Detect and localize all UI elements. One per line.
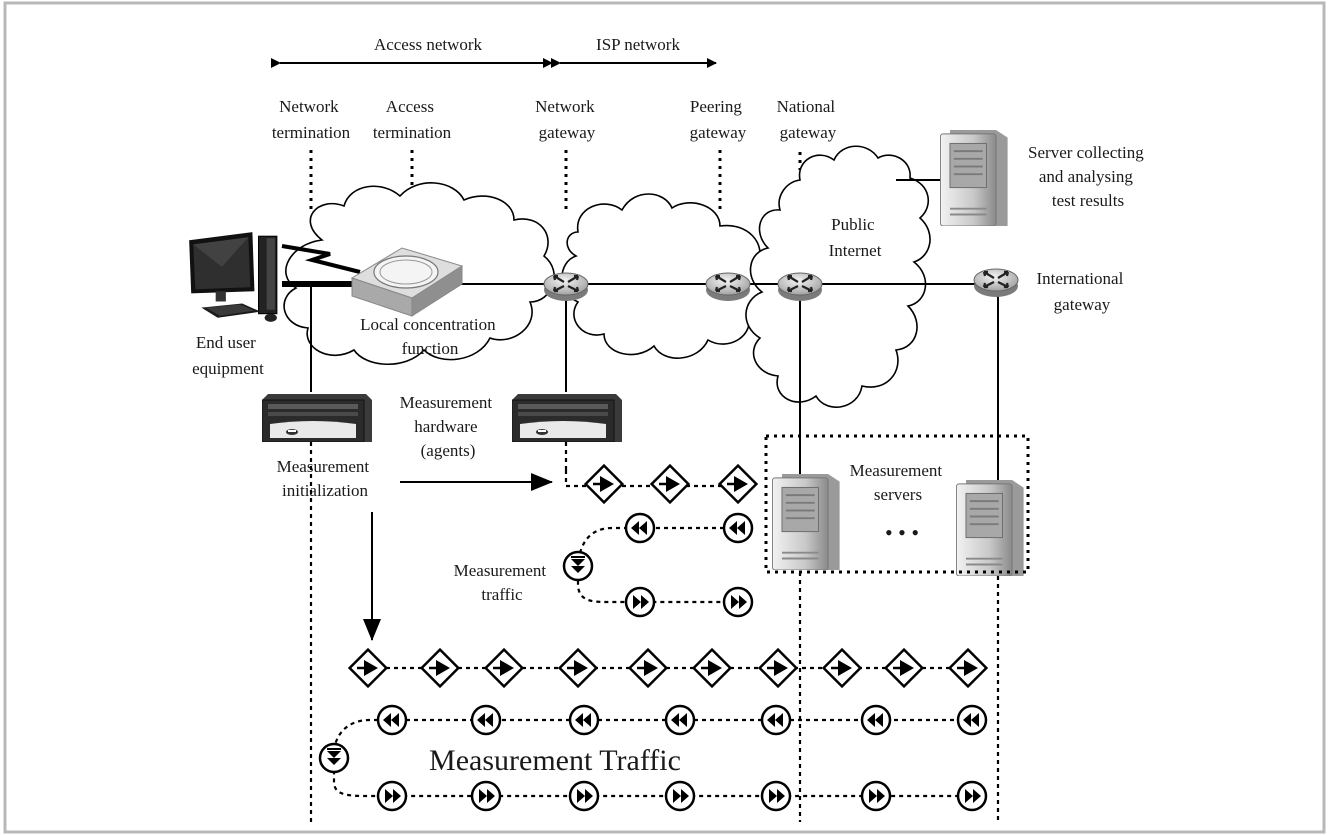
network-termination-label: Network termination <box>272 97 351 142</box>
router-icon <box>542 271 590 302</box>
router-icon <box>776 271 824 302</box>
router-icon <box>704 271 752 302</box>
access-network-label: Access network <box>374 35 483 54</box>
router-icon <box>972 267 1020 298</box>
public-internet-cloud <box>745 145 931 408</box>
diagram-frame <box>3 1 1326 834</box>
local-concentration-label: Local concentration function <box>360 315 500 358</box>
isp-network-label: ISP network <box>596 35 680 54</box>
access-termination-label: Access termination <box>373 97 452 142</box>
measurement-servers-group <box>764 434 1030 574</box>
double-right-chevron-icon <box>722 586 754 618</box>
isp-network-cloud <box>561 193 771 359</box>
peering-gateway-label: Peering gateway <box>690 97 747 142</box>
concentrator-box-icon <box>350 247 464 317</box>
measurement-servers-label: Measurement servers <box>850 461 947 504</box>
double-left-chevron-icon <box>722 512 754 544</box>
measurement-traffic-big-label: Measurement Traffic <box>429 744 681 777</box>
end-user-equipment-label: End user equipment <box>192 333 264 378</box>
diamond-arrow-icon <box>584 464 624 504</box>
server-tower-icon <box>772 474 840 570</box>
network-gateway-label: Network gateway <box>535 97 599 142</box>
servers-ellipsis: • • • <box>885 520 919 545</box>
server-tower-icon <box>940 130 1008 226</box>
diamond-arrow-icon <box>718 464 758 504</box>
big-forward-row <box>348 648 988 688</box>
double-down-chevron-icon <box>562 550 594 582</box>
desktop-computer-icon <box>188 231 278 323</box>
measurement-hardware-label: Measurement hardware (agents) <box>400 393 497 460</box>
server-tower-icon <box>956 480 1024 576</box>
measurement-initialization-label: Measurement initialization <box>277 457 374 500</box>
double-right-chevron-icon <box>624 586 656 618</box>
diamond-arrow-icon <box>650 464 690 504</box>
double-down-chevron-icon <box>318 742 350 774</box>
measurement-agent-box-icon <box>262 394 372 442</box>
national-gateway-label: National gateway <box>777 97 840 142</box>
server-collecting-label: Server collecting and analysing test res… <box>1028 143 1148 210</box>
wireless-link-icon <box>281 244 361 274</box>
double-left-chevron-icon <box>624 512 656 544</box>
measurement-traffic-small-label: Measurement traffic <box>454 561 551 604</box>
big-traffic-loop <box>332 666 970 798</box>
measurement-agent-box-icon <box>512 394 622 442</box>
public-internet-label: Public Internet <box>829 215 882 260</box>
international-gateway-label: International gateway <box>1036 269 1127 314</box>
